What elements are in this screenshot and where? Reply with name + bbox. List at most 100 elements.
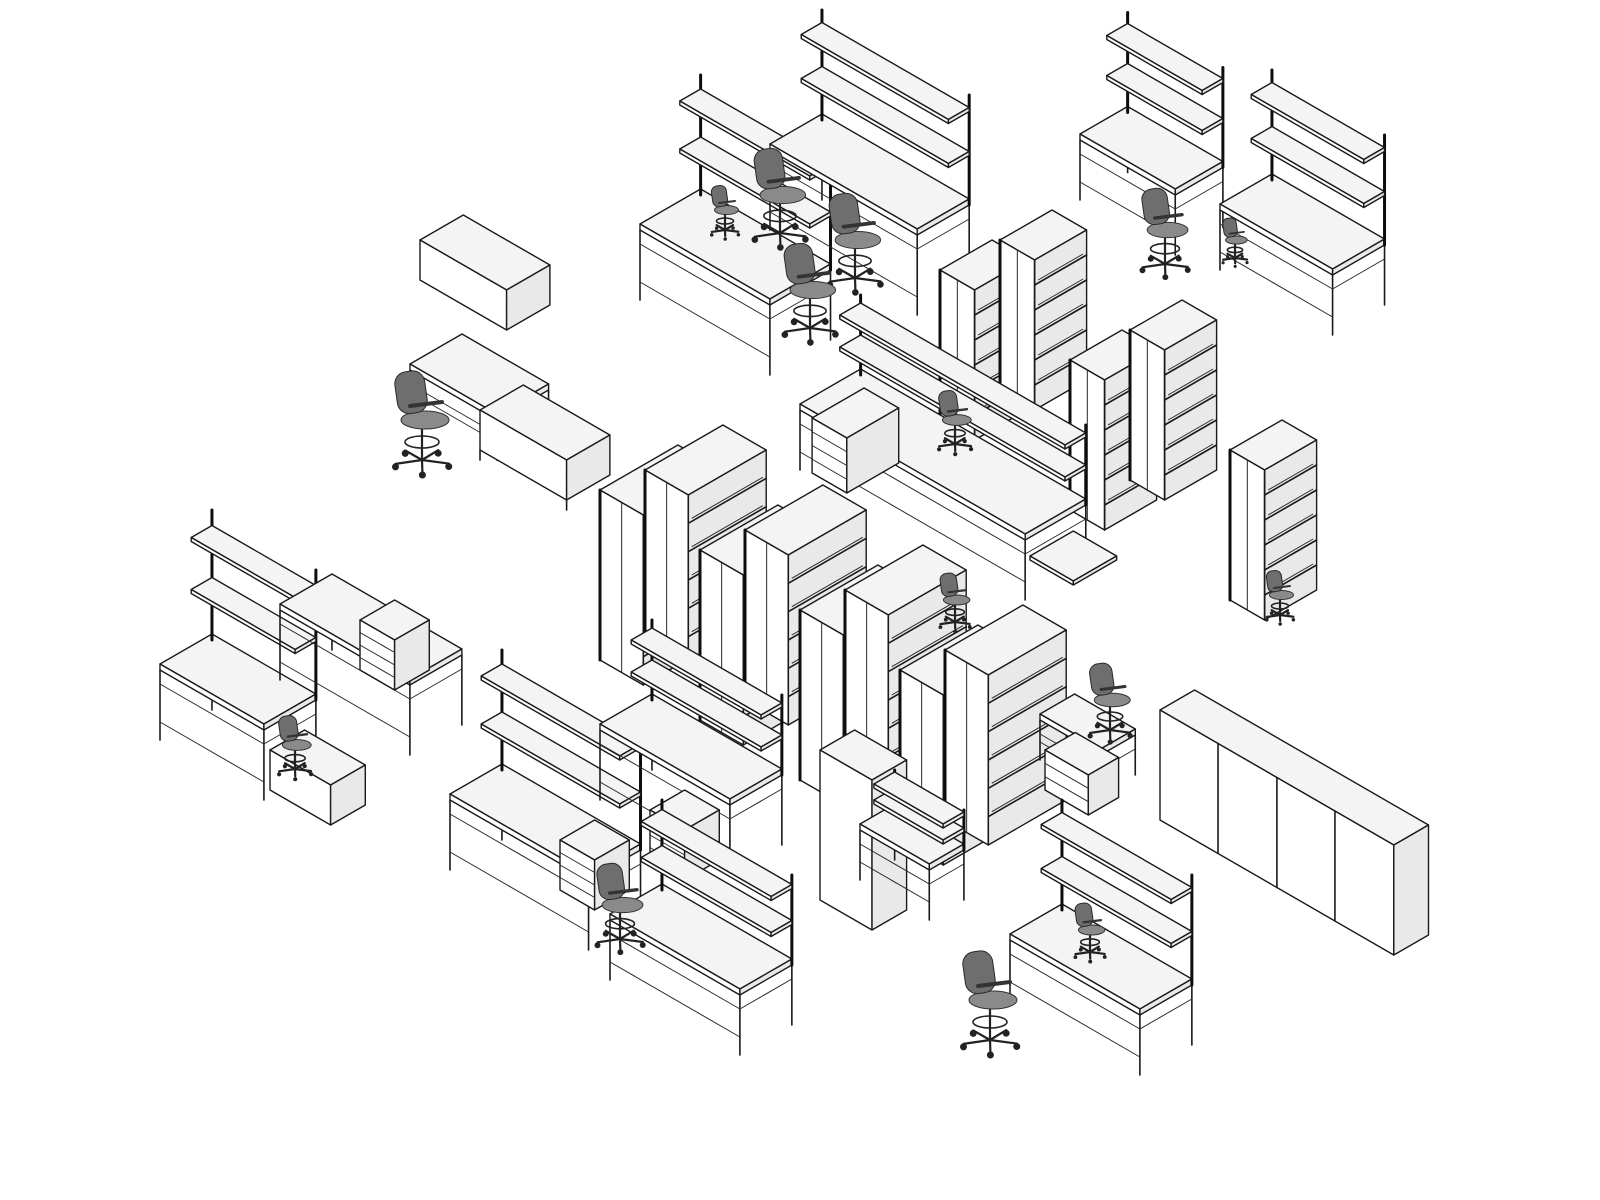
drawing-stroke bbox=[944, 615, 957, 624]
drawing-stroke bbox=[916, 218, 970, 250]
drawing-stroke bbox=[790, 318, 798, 326]
drawing-stroke bbox=[1009, 981, 1141, 1058]
base-cabinet-right bbox=[1393, 824, 1430, 956]
mobile-cart-right bbox=[565, 434, 611, 501]
drawing-stroke bbox=[286, 733, 309, 738]
drawing-stroke bbox=[1226, 246, 1244, 254]
drawing-stroke bbox=[968, 447, 974, 452]
drawing-stroke bbox=[1175, 255, 1182, 262]
drawing-stroke bbox=[751, 236, 759, 244]
drawing-stroke bbox=[594, 942, 601, 949]
drawing-stroke bbox=[939, 572, 959, 597]
drawing-stroke bbox=[1270, 602, 1290, 610]
drawing-stroke bbox=[1269, 611, 1274, 615]
drawing-stroke bbox=[791, 536, 864, 579]
drawing-stroke bbox=[1096, 711, 1124, 722]
drawing-stroke bbox=[302, 764, 307, 769]
drawing-stroke bbox=[944, 607, 966, 617]
drawing-stroke bbox=[828, 276, 857, 283]
drawing-stroke bbox=[687, 505, 768, 553]
lab-bench-icon bbox=[1039, 689, 1430, 956]
drawing-stroke bbox=[953, 620, 971, 626]
task-chair-icon bbox=[781, 242, 839, 346]
drawing-stroke bbox=[942, 594, 971, 606]
drawing-stroke bbox=[604, 917, 636, 930]
drawing-stroke bbox=[1267, 463, 1314, 491]
drawing-stroke bbox=[1263, 464, 1318, 496]
drawing-stroke bbox=[1273, 585, 1291, 589]
drawing-stroke bbox=[559, 877, 595, 898]
drawing-stroke bbox=[867, 268, 874, 276]
drawing-stroke bbox=[1037, 328, 1084, 356]
drawing-stroke bbox=[293, 762, 306, 771]
drawing-stroke bbox=[943, 437, 957, 446]
drawing-stroke bbox=[1024, 518, 1087, 555]
drawer-pedestal-right bbox=[393, 619, 430, 691]
drawing-stroke bbox=[739, 978, 793, 1010]
drawing-stroke bbox=[1163, 369, 1218, 401]
drawing-stroke bbox=[938, 390, 959, 417]
drawing-stroke bbox=[1225, 235, 1248, 245]
drawing-stroke bbox=[1263, 539, 1318, 571]
lab-bench-icon bbox=[1079, 11, 1387, 336]
drawing-stroke bbox=[1233, 256, 1249, 261]
drawing-stroke bbox=[630, 930, 637, 937]
drawing-stroke bbox=[787, 537, 868, 585]
drawing-stroke bbox=[953, 615, 965, 624]
drawing-stroke bbox=[715, 217, 735, 225]
drawing-stroke bbox=[1119, 723, 1125, 729]
drawing-stroke bbox=[852, 289, 859, 296]
drawing-stroke bbox=[1278, 608, 1290, 617]
lab-bench-icon bbox=[799, 293, 1118, 601]
drawing-stroke bbox=[943, 617, 948, 622]
drawing-stroke bbox=[822, 318, 829, 326]
task-chair-icon bbox=[1221, 217, 1249, 268]
drawing-stroke bbox=[1102, 955, 1107, 959]
drawing-stroke bbox=[1245, 261, 1249, 265]
drawing-stroke bbox=[617, 949, 624, 956]
drawing-stroke bbox=[1107, 739, 1113, 745]
drawing-stroke bbox=[1278, 622, 1282, 626]
drawing-stroke bbox=[936, 447, 942, 452]
drawing-stroke bbox=[953, 442, 973, 448]
drawing-stroke bbox=[1153, 212, 1184, 220]
drawing-stroke bbox=[277, 767, 297, 773]
drawing-stroke bbox=[1170, 886, 1193, 905]
drawing-stroke bbox=[1108, 721, 1124, 732]
drawing-stroke bbox=[359, 644, 395, 666]
drawing-stroke bbox=[781, 331, 789, 339]
drawing-stroke bbox=[1013, 1043, 1021, 1051]
drawing-stroke bbox=[159, 683, 265, 745]
drawing-stroke bbox=[1162, 274, 1169, 281]
drawing-stroke bbox=[649, 834, 685, 856]
drawing-stroke bbox=[1221, 256, 1237, 261]
drawing-stroke bbox=[1096, 721, 1112, 732]
drawing-stroke bbox=[1079, 937, 1101, 947]
drawing-stroke bbox=[691, 505, 764, 548]
drawer-pedestal-right bbox=[1072, 555, 1118, 586]
drawing-stroke bbox=[1147, 255, 1154, 262]
drawing-stroke bbox=[1127, 733, 1133, 739]
drawing-stroke bbox=[853, 276, 882, 283]
drawing-stroke bbox=[1163, 262, 1189, 269]
drawing-stroke bbox=[1263, 514, 1318, 546]
drawing-stroke bbox=[1222, 217, 1238, 238]
drawing-stroke bbox=[986, 1051, 994, 1059]
drawing-stroke bbox=[753, 231, 782, 238]
task-chair-icon bbox=[391, 370, 453, 479]
drawing-stroke bbox=[159, 721, 265, 783]
drawing-stroke bbox=[1167, 418, 1214, 446]
drawing-stroke bbox=[1219, 251, 1333, 318]
drawing-stroke bbox=[293, 767, 313, 773]
drawing-stroke bbox=[1096, 947, 1101, 952]
lab-bench-icon bbox=[1009, 798, 1194, 1076]
drawing-stroke bbox=[1033, 254, 1088, 286]
drawing-stroke bbox=[811, 458, 848, 480]
drawing-stroke bbox=[759, 185, 807, 205]
drawing-stroke bbox=[283, 762, 297, 771]
drawing-stroke bbox=[962, 439, 967, 444]
drawing-stroke bbox=[359, 657, 395, 678]
drawing-stroke bbox=[793, 304, 827, 318]
drawing-stroke bbox=[639, 942, 646, 948]
task-chair-icon bbox=[709, 184, 741, 241]
